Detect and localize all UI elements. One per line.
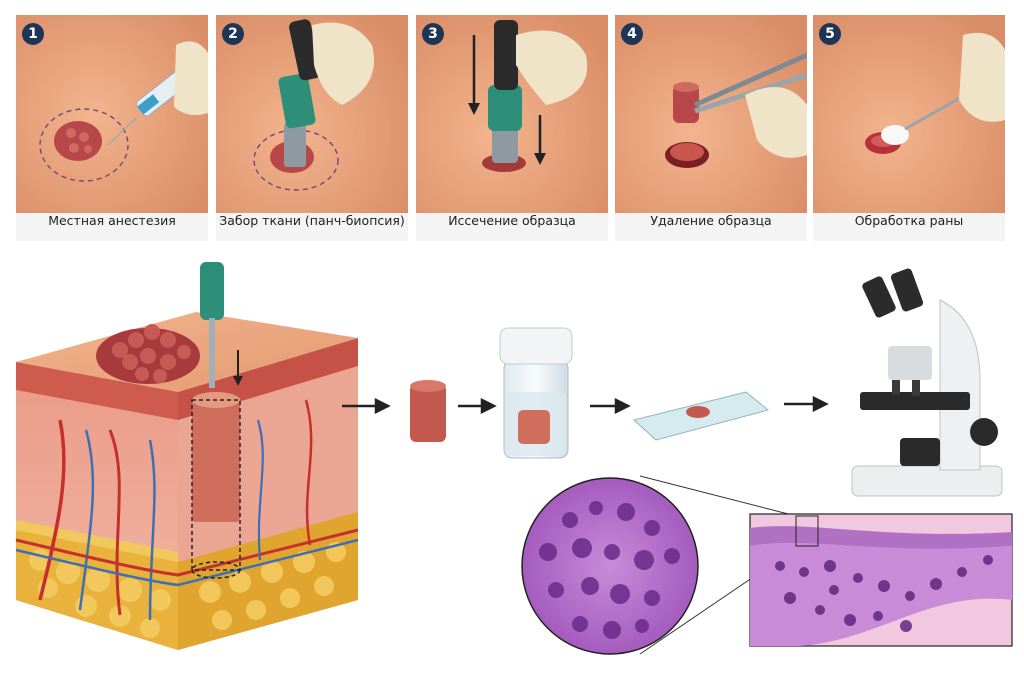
specimen-container [499,327,573,459]
step-panel-5: 5 Обработка раны [813,15,1005,241]
histology-section-view [749,513,1013,647]
step-number-badge: 1 [22,23,44,45]
microscope-illustration [851,268,1003,497]
step-label: Обработка раны [813,213,1005,241]
step-panel-3: 3 Иссечение образца [416,15,608,241]
step-label: Забор ткани (панч-биопсия) [216,213,408,241]
skin-block [15,262,359,650]
microscope-slide [632,391,770,441]
step-number-badge: 4 [621,23,643,45]
step-label: Удаление образца [615,213,807,241]
step-label: Местная анестезия [16,213,208,241]
flow-arrows [342,395,829,415]
step-3-illustration [416,15,608,213]
step-number-badge: 5 [819,23,841,45]
step-number-badge: 2 [222,23,244,45]
histology-magnified-view [521,477,699,655]
step-label: Иссечение образца [416,213,608,241]
step-4-illustration [615,15,807,213]
biopsy-process-illustration [15,262,1013,655]
step-2-illustration [216,15,408,213]
tissue-sample [410,380,446,442]
step-5-illustration [813,15,1005,213]
step-panel-2: 2 Забор ткани (панч-биопсия) [216,15,408,241]
step-panel-1: 1 Местная анестезия [16,15,208,241]
step-panel-4: 4 Удаление образца [615,15,807,241]
step-number-badge: 3 [422,23,444,45]
step-1-illustration [16,15,208,213]
